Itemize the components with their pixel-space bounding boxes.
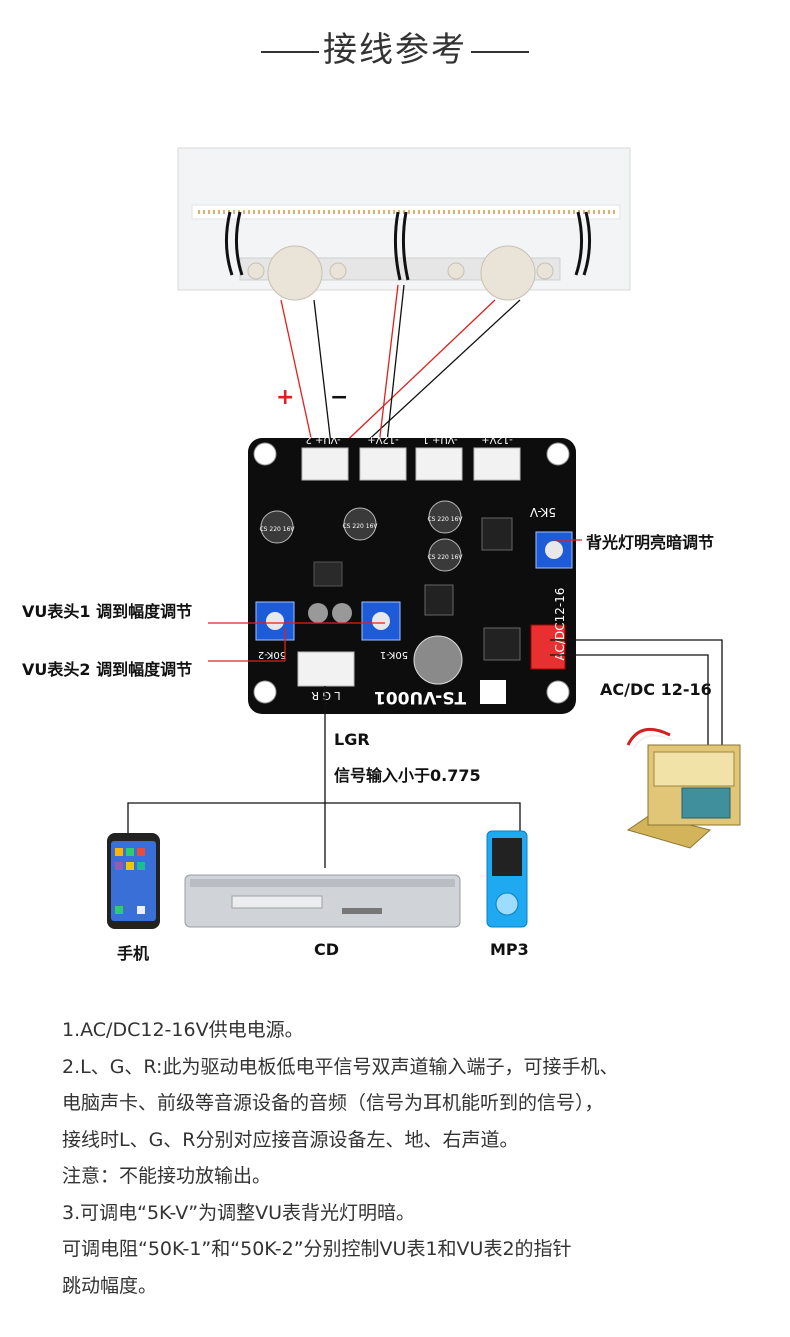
note-line: 跳动幅度。 [62,1274,158,1297]
backlight-label: 背光灯明亮暗调节 [586,533,715,552]
ac-label: AC/DC12-16 [553,588,567,661]
mp3-label: MP3 [490,940,529,959]
driver-board: -VU+ 2 -12V+ -VU+ 1 -12V+ 5K-V AC/DC12-1… [248,434,576,714]
board-brand: TS-VU001 [374,687,466,707]
plus-sign: + [276,385,295,410]
title-rule-left [261,50,319,53]
pot-label-50k1: 50K-1 [380,649,408,660]
header-label-12v-b: -12V+ [481,434,513,445]
header-label-vu1: -VU+ 1 [422,434,457,445]
wiring-diagram: -VU+ 2 -12V+ -VU+ 1 -12V+ 5K-V AC/DC12-1… [107,147,741,929]
phone-label: 手机 [117,944,150,963]
cap-text-2: CS 220 16V [342,523,378,530]
note-line: 2.L、G、R:此为驱动电板低电平信号双声道输入端子，可接手机、 [62,1055,619,1078]
cap-text-4: CS 220 16V [427,554,463,561]
lgr-label: LGR [334,730,370,749]
note-line: 注意：不能接功放输出。 [62,1165,272,1187]
vu-meter-module [177,147,631,301]
lgr-pin-label: L G R [311,689,341,702]
pot-label-5kv: 5K-V [529,505,556,519]
transformer-image [626,727,741,849]
header-label-vu2: -VU+ 2 [305,434,340,445]
header-label-12v-a: -12V+ [367,434,399,445]
note-line: 3.可调电“5K-V”为调整VU表背光灯明暗。 [62,1201,416,1224]
title-text: 接线参考 [323,30,467,70]
signal-label: 信号输入小于0.775 [334,766,481,785]
vu1-label: VU表头1 调到幅度调节 [22,602,193,621]
title-rule-right [471,50,529,53]
cap-text-3: CS 220 16V [427,516,463,523]
mp3-image [486,830,528,928]
note-line: 可调电阻“50K-1”和“50K-2”分别控制VU表1和VU表2的指针 [62,1238,572,1260]
pointer-lines [127,539,723,868]
notes-section: 1.AC/DC12-16V供电电源。 2.L、G、R:此为驱动电板低电平信号双声… [62,1012,762,1304]
phone-image [107,833,160,929]
cap-text-1: CS 220 16V [259,526,295,533]
note-line: 1.AC/DC12-16V供电电源。 [62,1019,304,1041]
power-label: AC/DC 12-16 [600,680,712,699]
page-title: 接线参考 [0,22,790,71]
cd-label: CD [314,940,340,959]
cd-player-image [184,874,461,928]
pot-label-50k2: 50K-2 [258,649,286,660]
note-line: 接线时L、G、R分别对应接音源设备左、地、右声道。 [62,1128,519,1151]
note-line: 电脑声卡、前级等音源设备的音频（信号为耳机能听到的信号）， [62,1092,604,1114]
vu2-label: VU表头2 调到幅度调节 [22,660,193,679]
minus-sign: − [330,385,349,410]
